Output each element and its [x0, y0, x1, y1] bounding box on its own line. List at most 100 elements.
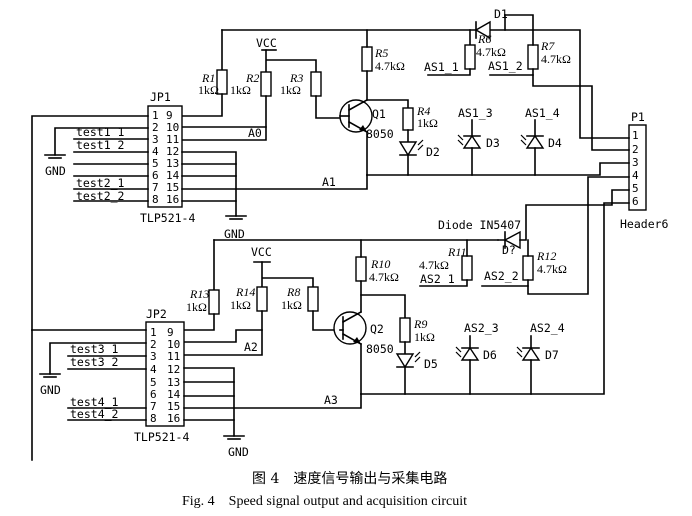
- r13-ref: R13: [189, 287, 209, 301]
- r6-ref: R6: [477, 32, 491, 46]
- jp2-pin-9: 9: [167, 326, 174, 339]
- a2-label: A2: [244, 340, 258, 354]
- r1-ref: R1: [201, 71, 215, 85]
- resistor-r8: [307, 286, 319, 312]
- r2-ref: R2: [245, 71, 259, 85]
- r12-ref: R12: [536, 249, 556, 263]
- as1-3-label: AS1_3: [458, 106, 493, 120]
- r5-value: 4.7kΩ: [375, 59, 405, 73]
- q1-part: 8050: [366, 127, 394, 141]
- a1-label: A1: [322, 175, 336, 189]
- resistor-r11: [461, 255, 473, 281]
- jp1-pin-12: 12: [166, 145, 179, 158]
- test3-1-label: test3_1: [70, 342, 119, 356]
- d2-label: D2: [426, 145, 440, 159]
- a0-label: A0: [248, 126, 262, 140]
- led-d4: AS1_4 D4: [520, 106, 562, 176]
- p1-part: Header6: [620, 217, 669, 231]
- p1-pin-1: 1: [632, 129, 639, 142]
- vcc-bottom-label: VCC: [251, 245, 272, 259]
- test1-2-label: test1_2: [76, 138, 124, 152]
- test2-2-label: test2_2: [76, 189, 124, 203]
- jp2-pin-10: 10: [167, 338, 180, 351]
- diode-d1-triangle: [474, 20, 491, 40]
- as2-2-label: AS2_2: [484, 269, 519, 283]
- r14-value: 1kΩ: [230, 298, 251, 312]
- r1-value: 1kΩ: [198, 83, 219, 97]
- vcc-bottom: VCC: [251, 245, 314, 288]
- as2-1-label: AS2_1: [420, 272, 455, 286]
- led-d6: AS2_3 D6: [455, 321, 499, 395]
- r14-ref: R14: [235, 285, 255, 299]
- jp2-pin-3: 3: [150, 350, 157, 363]
- jp1-pin-13: 13: [166, 157, 179, 170]
- jp1-pin-3: 3: [152, 133, 159, 146]
- led-d7: AS2_4 D7: [516, 321, 565, 395]
- top-block: D1 VCC R1 1kΩ R2 1kΩ R3 1kΩ A0 R5 4.7kΩ: [31, 7, 630, 331]
- transistor-q1: Q1 8050: [339, 98, 394, 141]
- resistor-r12: [522, 255, 534, 281]
- q2-part: 8050: [366, 342, 394, 356]
- diode-d1: D1: [469, 7, 508, 46]
- jp1-ref: JP1: [150, 90, 171, 104]
- optocoupler-jp2: JP2 TLP521-4 1 2 3 4 5 6 7 8 9 10 11 12 …: [134, 307, 189, 444]
- caption-cn: 图 4 速度信号输出与采集电路: [252, 470, 447, 487]
- d7-ref-label: D?: [502, 243, 516, 257]
- jp2-pin-16: 16: [167, 412, 180, 425]
- test4-2-label: test4_2: [70, 407, 118, 421]
- jp2-pin-12: 12: [167, 363, 180, 376]
- resistor-r4: [402, 107, 414, 131]
- diode-in5407-label: Diode IN5407: [438, 218, 521, 232]
- resistor-r3: [310, 71, 322, 97]
- r4-ref: R4: [416, 104, 430, 118]
- p1-pin-2: 2: [632, 143, 639, 156]
- r7-ref: R7: [540, 39, 555, 53]
- p1-pin-3: 3: [632, 156, 639, 169]
- test3-2-label: test3_2: [70, 355, 118, 369]
- jp2-pin-2: 2: [150, 338, 157, 351]
- r3-ref: R3: [289, 71, 303, 85]
- wire-top-rail: [221, 29, 630, 139]
- as2-3-label: AS2_3: [464, 321, 499, 335]
- jp2-pin-6: 6: [150, 388, 157, 401]
- jp1-body: [147, 105, 183, 208]
- d5-label: D5: [424, 357, 438, 371]
- a3-label: A3: [324, 393, 338, 407]
- led-d3: AS1_3 D3: [457, 106, 500, 176]
- resistor-r13: [208, 289, 220, 315]
- as1-2-label: AS1_2: [488, 59, 523, 73]
- d6-label: D6: [483, 348, 497, 362]
- d3-label: D3: [486, 136, 500, 150]
- r7-value: 4.7kΩ: [541, 52, 571, 66]
- resistor-r5: [361, 46, 373, 72]
- test1-1-label: test1_1: [76, 125, 125, 139]
- jp2-part: TLP521-4: [134, 430, 189, 444]
- d4-label: D4: [548, 136, 562, 150]
- d7-label: D7: [545, 348, 559, 362]
- gnd-bottom-top: GND: [224, 227, 245, 241]
- resistor-r9: [399, 317, 411, 343]
- jp1-pin-11: 11: [166, 133, 179, 146]
- jp1-pin-4: 4: [152, 145, 159, 158]
- led-d2: D2: [398, 139, 440, 159]
- jp2-pin-13: 13: [167, 376, 180, 389]
- r4-value: 1kΩ: [417, 116, 438, 130]
- r6-value: 4.7kΩ: [476, 45, 506, 59]
- d1-label: D1: [494, 7, 508, 21]
- jp2-pin-8: 8: [150, 412, 157, 425]
- jp1-pin-16: 16: [166, 193, 179, 206]
- jp1-pin-9: 9: [166, 109, 173, 122]
- caption-en: Fig. 4 Speed signal output and acquisiti…: [182, 494, 467, 509]
- jp2-pin-7: 7: [150, 400, 157, 413]
- resistor-r6: [464, 44, 476, 70]
- jp1-pin-8: 8: [152, 193, 159, 206]
- r5-ref: R5: [374, 46, 388, 60]
- r11-ref: R11: [447, 245, 466, 259]
- jp1-pin-10: 10: [166, 121, 179, 134]
- p1-pin-4: 4: [632, 169, 639, 182]
- r8-ref: R8: [286, 285, 300, 299]
- jp2-pin-4: 4: [150, 363, 157, 376]
- jp1-pin-15: 15: [166, 181, 179, 194]
